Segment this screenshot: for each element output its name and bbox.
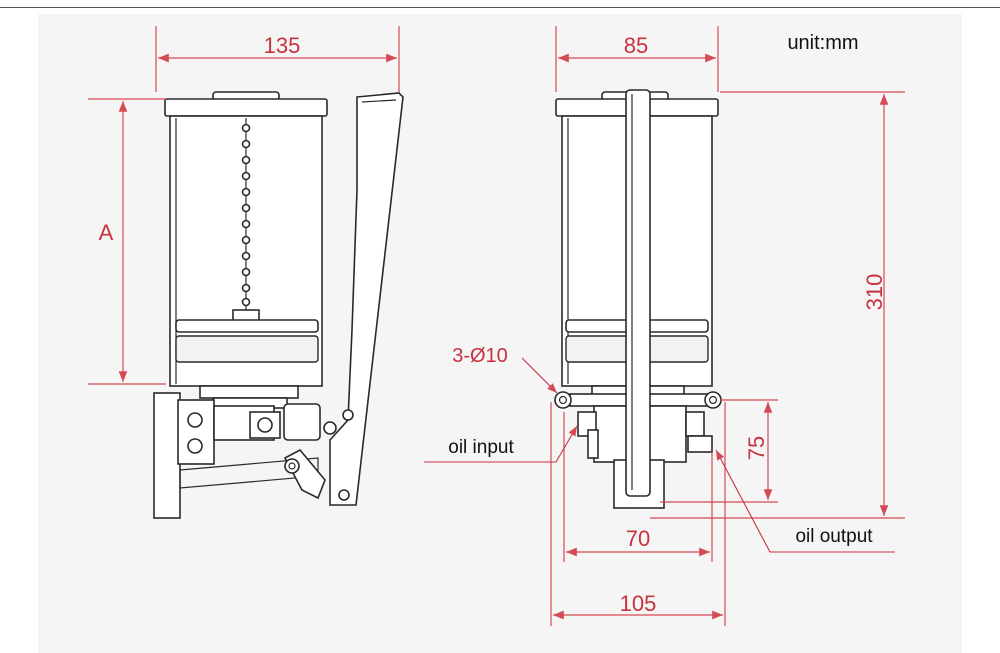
reservoir-lid: [164, 98, 328, 117]
inlet-nozzle: [587, 429, 599, 459]
hole-right-inner: [708, 395, 718, 405]
pump-cylinder: [283, 403, 321, 441]
hole-right: [704, 391, 722, 409]
oil-output-leader: [715, 449, 895, 553]
chain: [241, 123, 251, 307]
dim-310-label: 310: [862, 274, 887, 311]
mount-bolt-bottom: [187, 438, 203, 454]
side-view: 135 A: [88, 26, 404, 519]
dim-70-label: 70: [626, 526, 650, 551]
hole-left: [554, 391, 572, 409]
outlet-fitting: [687, 435, 713, 453]
linkage-pin: [284, 458, 300, 474]
linkage-pin-inner: [288, 462, 296, 470]
front-lever-bar: [625, 89, 651, 497]
holes-leader: [521, 357, 558, 394]
oil-output-label: oil output: [795, 526, 873, 547]
oil-input-leader: [424, 425, 578, 463]
lever-edge: [361, 99, 397, 103]
dim-105-label: 105: [620, 591, 657, 616]
linkage: [283, 448, 326, 500]
follower-plate-top: [175, 319, 319, 333]
oil-input-label: oil input: [448, 437, 514, 458]
unit-label: unit:mm: [787, 32, 858, 54]
dim-a-label: A: [99, 220, 114, 245]
outlet-fitting-top: [685, 411, 705, 437]
lever-handle: [329, 92, 404, 506]
hole-left-inner: [558, 395, 568, 405]
mount-bolt-top: [187, 412, 203, 428]
holes-label: 3-Ø10: [452, 345, 508, 367]
follower-plate: [175, 335, 319, 363]
top-rule: [0, 7, 1000, 8]
reservoir-base: [199, 385, 299, 399]
dim-75-label: 75: [744, 436, 769, 460]
lever-pivot: [342, 409, 354, 421]
linkage-pivot: [323, 421, 337, 435]
mount-bracket: [153, 392, 181, 519]
dim-135-label: 135: [264, 33, 301, 58]
lever-bolt: [338, 489, 350, 501]
dim-85-label: 85: [624, 33, 648, 58]
bracket-block: [177, 399, 215, 465]
front-view: 85 unit:mm 310 75 70 105 3-Ø10: [424, 26, 905, 626]
fitting-bolt: [257, 417, 273, 433]
